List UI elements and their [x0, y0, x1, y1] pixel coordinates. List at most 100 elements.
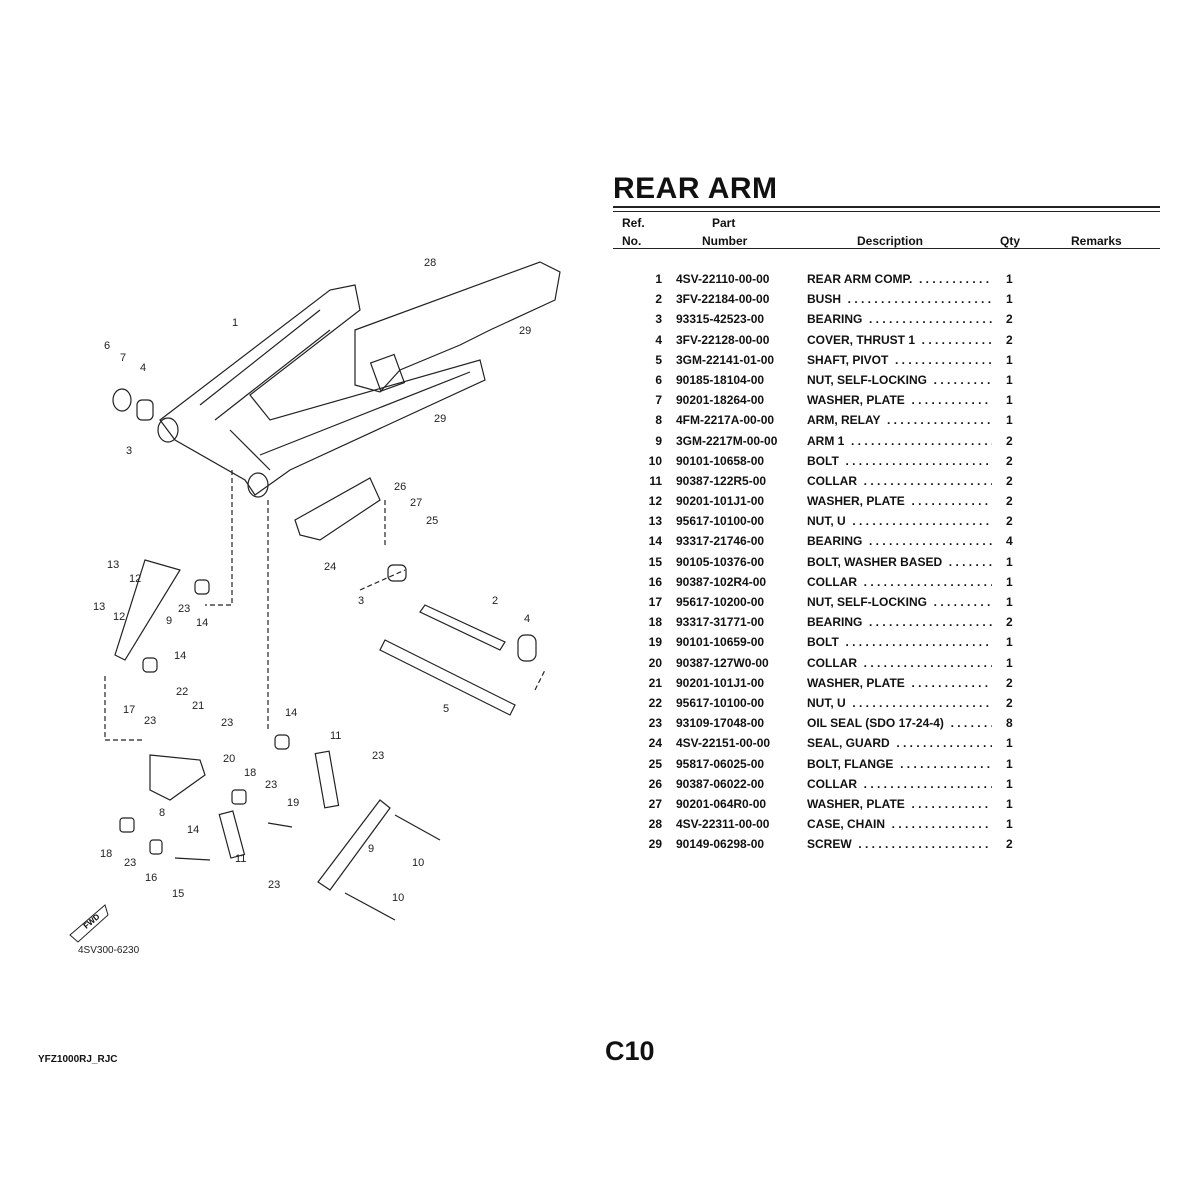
callout-number: 26: [394, 481, 406, 493]
description: BOLT . . . . . . . . . . . . . . . . . .…: [807, 453, 989, 468]
page-title: REAR ARM: [613, 172, 778, 205]
quantity: 1: [1006, 796, 1013, 811]
link-arm-left: [114, 559, 181, 661]
quantity: 1: [1006, 595, 1013, 609]
ref-no: 15: [648, 554, 662, 569]
part-number: 93317-21746-00: [676, 534, 765, 549]
callout-number: 8: [159, 807, 165, 819]
callout-number: 7: [120, 352, 126, 364]
header-no: No.: [622, 234, 642, 248]
description: WASHER, PLATE . . . . . . . . . . . . . …: [807, 494, 992, 509]
callout-number: 21: [192, 700, 204, 712]
callout-number: 13: [107, 559, 119, 571]
pivot-shaft-shape: [379, 639, 516, 716]
seal-guard-shape: [294, 477, 381, 541]
header-part: Part: [712, 216, 736, 230]
ref-no: 22: [648, 695, 662, 710]
callout-number: 18: [100, 848, 112, 860]
ref-no: 21: [648, 675, 662, 690]
ref-no: 19: [648, 635, 662, 650]
quantity: 1: [1006, 736, 1013, 751]
description: NUT, SELF-LOCKING . . . . . . . . . . . …: [807, 372, 991, 387]
quantity: 2: [1006, 433, 1013, 448]
ref-no: 12: [648, 494, 662, 509]
ref-no: 16: [648, 574, 662, 589]
callout-number: 16: [145, 872, 157, 884]
part-number: 90387-102R4-00: [676, 574, 767, 589]
callout-number: 13: [93, 601, 105, 613]
ref-no: 28: [648, 817, 662, 832]
quantity: 2: [1006, 494, 1013, 509]
description: COLLAR . . . . . . . . . . . . . . . . .…: [807, 776, 992, 791]
callout-number: 5: [443, 703, 449, 715]
callout-number: 11: [330, 730, 341, 742]
quantity: 2: [1006, 312, 1013, 327]
callout-number: 9: [166, 615, 172, 627]
description: BEARING . . . . . . . . . . . . . . . . …: [807, 312, 992, 327]
part-number: 90201-064R0-00: [676, 796, 767, 811]
part-number: 95617-10100-00: [676, 695, 765, 710]
header-description: Description: [857, 234, 924, 248]
quantity: 2: [1006, 514, 1013, 529]
part-number: 90201-101J1-00: [676, 675, 765, 690]
ref-no: 11: [649, 473, 662, 488]
description: REAR ARM COMP. . . . . . . . . . . . . .…: [807, 272, 990, 286]
description: SCREW . . . . . . . . . . . . . . . . . …: [807, 837, 992, 852]
callout-number: 1: [232, 317, 238, 329]
parts-table: 1 4SV-22110-00-00 REAR ARM COMP. . . . . .…: [640, 272, 1060, 857]
part-number: 3GM-2217M-00-00: [676, 433, 778, 448]
ref-no: 13: [648, 514, 662, 529]
description: COLLAR . . . . . . . . . . . . . . . . .…: [807, 655, 992, 670]
part-number: 90387-06022-00: [676, 776, 765, 791]
quantity: 1: [1006, 372, 1013, 387]
callout-number: 23: [265, 779, 277, 791]
part-number: 4SV-22311-00-00: [676, 817, 770, 832]
part-number: 4FM-2217A-00-00: [676, 413, 775, 428]
callout-number: 10: [412, 857, 424, 869]
quantity: 1: [1006, 272, 1013, 286]
callout-number: 14: [196, 617, 208, 629]
quantity: 1: [1006, 292, 1013, 307]
callout-number: 10: [392, 892, 404, 904]
link-arm-right: [317, 799, 391, 891]
callout-number: 4: [524, 613, 530, 625]
quantity: 2: [1006, 675, 1013, 690]
quantity: 2: [1006, 837, 1013, 852]
part-number: 90201-18264-00: [676, 393, 765, 408]
callout-number: 14: [285, 707, 297, 719]
ref-no: 27: [648, 796, 662, 811]
description: BEARING . . . . . . . . . . . . . . . . …: [807, 534, 992, 549]
ref-no: 8: [655, 413, 662, 428]
callout-number: 23: [372, 750, 384, 762]
callout-number: 4: [140, 362, 146, 374]
description: CASE, CHAIN . . . . . . . . . . . . . . …: [807, 817, 992, 832]
header-number: Number: [702, 234, 748, 248]
part-number: 4SV-22110-00-00: [676, 272, 770, 286]
part-number: 95617-10200-00: [676, 595, 765, 609]
rear-arm-shape: [159, 284, 486, 496]
description: NUT, U . . . . . . . . . . . . . . . . .…: [807, 695, 990, 710]
quantity: 2: [1006, 453, 1013, 468]
part-number: 93315-42523-00: [676, 312, 765, 327]
part-number: 90387-122R5-00: [676, 473, 767, 488]
part-number: 90185-18104-00: [676, 372, 765, 387]
header-rule: [613, 248, 1160, 249]
table-row: 1 4SV-22110-00-00 REAR ARM COMP. . . . . .…: [640, 272, 1060, 292]
page-number: C10: [605, 1036, 655, 1066]
ref-no: 18: [648, 615, 662, 630]
description: WASHER, PLATE . . . . . . . . . . . . . …: [807, 393, 992, 408]
callout-number: 25: [426, 515, 438, 527]
model-code: YFZ1000RJ_RJC: [38, 1054, 118, 1065]
